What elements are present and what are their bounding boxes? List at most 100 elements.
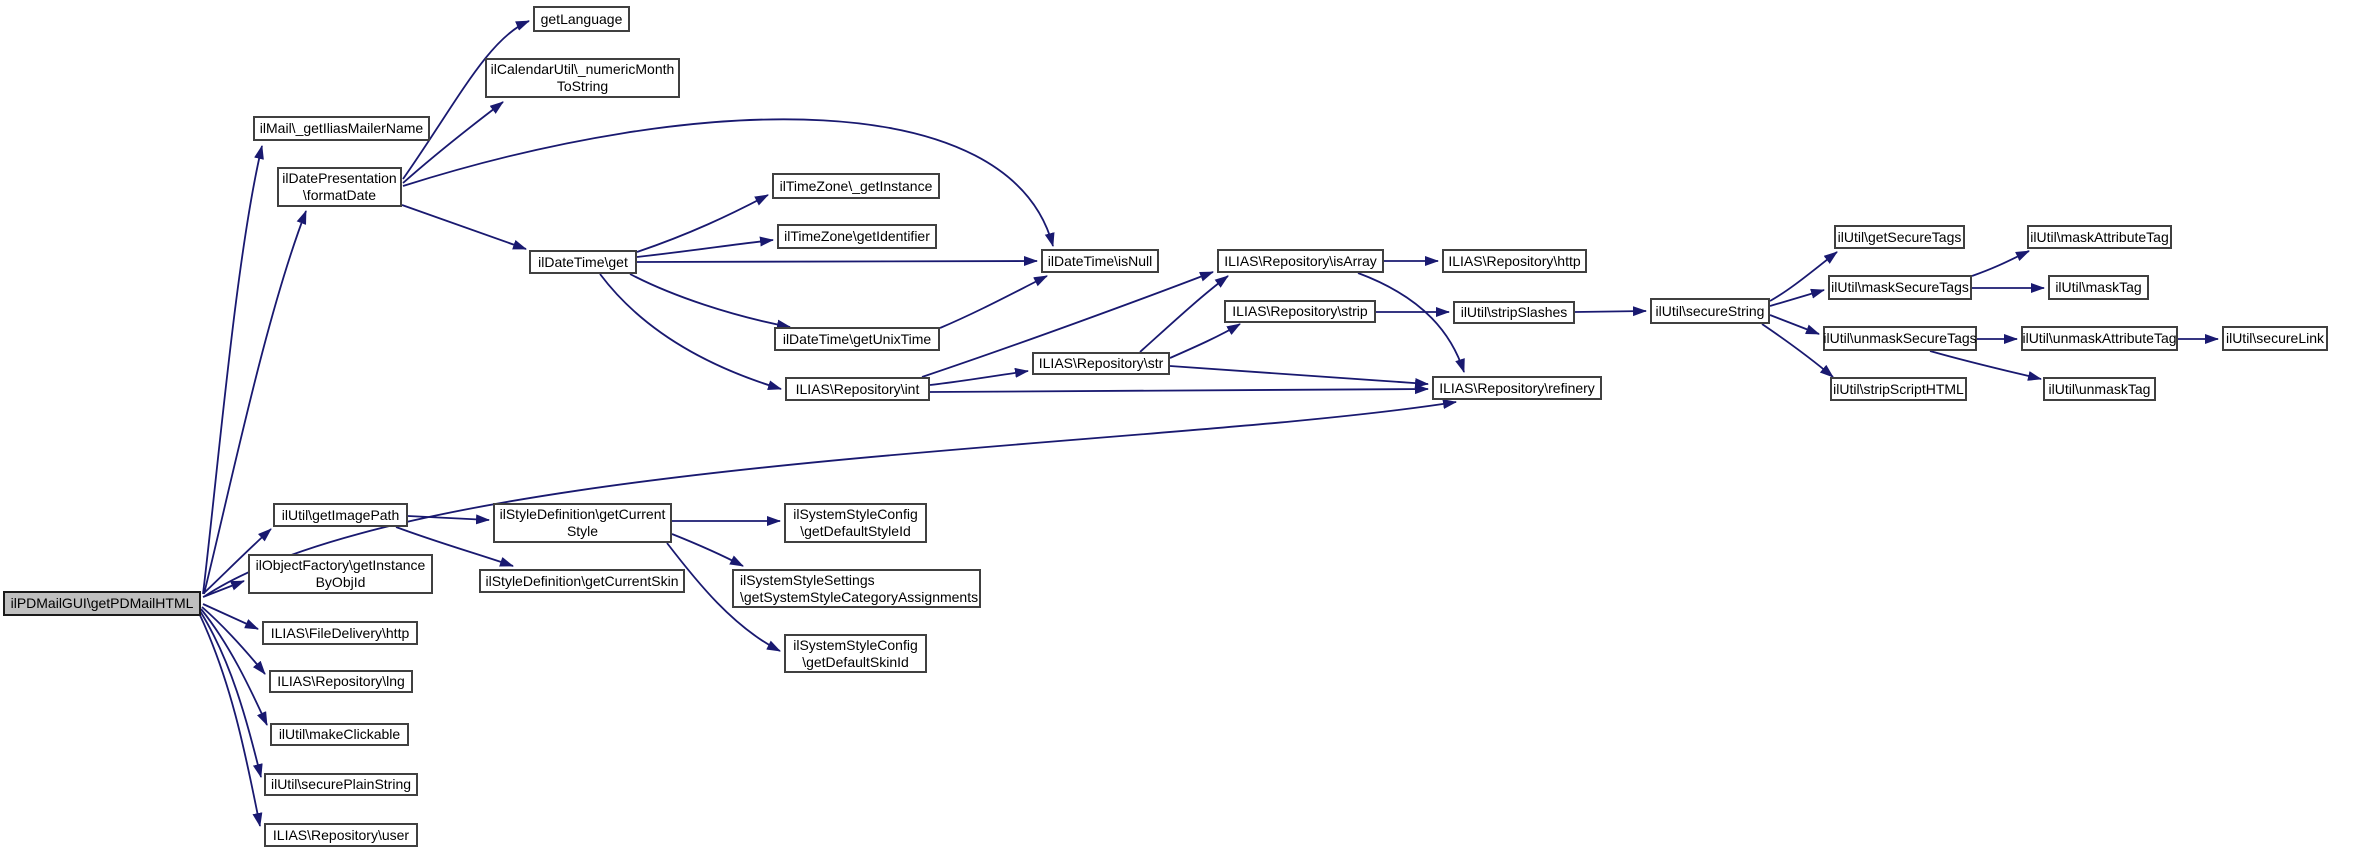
node-lng[interactable]: ILIAS\Repository\lng xyxy=(269,670,413,693)
edge-main-to-getInstanceByObjId xyxy=(202,580,245,598)
node-maskAttributeTag[interactable]: ilUtil\maskAttributeTag xyxy=(2027,225,2172,249)
node-getUnixTime[interactable]: ilDateTime\getUnixTime xyxy=(774,327,940,351)
node-unmaskSecureTags[interactable]: ilUtil\unmaskSecureTags xyxy=(1823,326,1977,351)
edge-main-to-securePlainString xyxy=(199,610,263,778)
node-label-line: ToString xyxy=(556,78,609,94)
edge-main-to-getImagePath xyxy=(203,528,272,594)
edge-secureString-to-maskSecureTags xyxy=(1769,288,1825,307)
edge-int-to-isArray xyxy=(921,271,1214,378)
edge-str-to-isArray xyxy=(1139,275,1229,353)
node-categoryAssignments[interactable]: ilSystemStyleSettings\getSystemStyleCate… xyxy=(732,569,981,608)
node-isArray[interactable]: ILIAS\Repository\isArray xyxy=(1217,249,1384,273)
node-label-line: \getDefaultSkinId xyxy=(802,653,909,670)
edge-getUnixTime-to-isNull xyxy=(939,275,1048,329)
node-str[interactable]: ILIAS\Repository\str xyxy=(1032,352,1170,375)
node-getImagePath[interactable]: ilUtil\getImagePath xyxy=(273,503,408,527)
node-label-line: \getSystemStyleCategoryAssignments xyxy=(740,588,979,605)
node-maskTag[interactable]: ilUtil\maskTag xyxy=(2048,275,2149,300)
node-getIdentifier[interactable]: ilTimeZone\getIdentifier xyxy=(777,224,937,249)
node-label-line: ilUtil\secureString xyxy=(1655,302,1765,319)
node-maskSecureTags[interactable]: ilUtil\maskSecureTags xyxy=(1828,275,1972,300)
node-label-line: ILIAS\Repository\http xyxy=(1448,252,1581,269)
node-label-line: ilUtil\unmaskTag xyxy=(2048,380,2151,397)
node-stripSlashes[interactable]: ilUtil\stripSlashes xyxy=(1453,301,1575,324)
node-unmaskAttributeTag[interactable]: ilUtil\unmaskAttributeTag xyxy=(2021,326,2178,351)
node-label-line: ilUtil\stripSlashes xyxy=(1460,304,1568,320)
node-label-line: ilUtil\makeClickable xyxy=(278,726,401,742)
node-label-line: ilUtil\unmaskSecureTags xyxy=(1823,330,1977,346)
node-label-line: ilStyleDefinition\getCurrent xyxy=(499,506,666,522)
node-secureLink[interactable]: ilUtil\secureLink xyxy=(2222,326,2328,351)
node-int[interactable]: ILIAS\Repository\int xyxy=(785,377,930,401)
node-makeClickable[interactable]: ilUtil\makeClickable xyxy=(270,723,409,746)
node-strip[interactable]: ILIAS\Repository\strip xyxy=(1224,300,1376,323)
node-label-line: ilStyleDefinition\getCurrentSkin xyxy=(485,572,679,589)
edge-secureString-to-unmaskSecureTags xyxy=(1769,314,1820,335)
edge-getCurrentStyle-to-categoryAssignments xyxy=(671,533,744,567)
node-label-line: ilCalendarUtil\_numericMonth xyxy=(490,61,675,77)
node-getInstance[interactable]: ilTimeZone\_getInstance xyxy=(772,173,940,199)
node-label-line: ilUtil\maskTag xyxy=(2055,279,2142,295)
node-label-line: ILIAS\Repository\lng xyxy=(277,673,405,689)
node-label-line: ILIAS\Repository\strip xyxy=(1232,303,1368,319)
node-label-line: ilUtil\getImagePath xyxy=(281,506,400,523)
node-main[interactable]: ilPDMailGUI\getPDMailHTML xyxy=(3,591,201,616)
node-unmaskTag[interactable]: ilUtil\unmaskTag xyxy=(2043,377,2156,401)
node-getCurrentSkin[interactable]: ilStyleDefinition\getCurrentSkin xyxy=(479,569,685,593)
node-getSecureTags[interactable]: ilUtil\getSecureTags xyxy=(1834,225,1965,249)
edge-main-to-formatDate xyxy=(203,210,307,595)
node-formatDate[interactable]: ilDatePresentation\formatDate xyxy=(277,167,402,207)
edge-unmaskSecureTags-to-unmaskTag xyxy=(1929,350,2042,381)
edge-main-to-makeClickable xyxy=(200,608,268,726)
node-label-line: ILIAS\Repository\str xyxy=(1038,355,1164,371)
node-label-line: \getDefaultStyleId xyxy=(800,523,911,539)
node-securePlainString[interactable]: ilUtil\securePlainString xyxy=(264,773,418,796)
node-label-line: ilPDMailGUI\getPDMailHTML xyxy=(10,595,194,611)
edge-getImagePath-to-getCurrentSkin xyxy=(395,526,514,567)
node-label-line: ilUtil\maskAttributeTag xyxy=(2030,228,2169,245)
edge-str-to-strip xyxy=(1169,323,1241,359)
node-getDefaultSkinId[interactable]: ilSystemStyleConfig\getDefaultSkinId xyxy=(784,634,927,673)
node-label-line: ILIAS\Repository\isArray xyxy=(1224,252,1377,269)
node-label-line: ilObjectFactory\getInstance xyxy=(255,557,426,573)
node-label-line: ilDateTime\getUnixTime xyxy=(782,330,932,347)
node-refinery[interactable]: ILIAS\Repository\refinery xyxy=(1432,376,1602,400)
node-mailer[interactable]: ilMail\_getIliasMailerName xyxy=(253,116,430,141)
edge-get-to-getInstance xyxy=(636,194,769,253)
node-user[interactable]: ILIAS\Repository\user xyxy=(264,823,418,847)
node-getLanguage[interactable]: getLanguage xyxy=(533,6,630,32)
node-http[interactable]: ILIAS\Repository\http xyxy=(1442,249,1587,273)
node-label-line: ilDateTime\isNull xyxy=(1047,252,1153,269)
edge-int-to-refinery xyxy=(929,384,1429,395)
node-label-line: ilSystemStyleConfig xyxy=(793,506,918,522)
node-label-line: ilUtil\secureLink xyxy=(2225,330,2325,346)
node-label-line: ilTimeZone\getIdentifier xyxy=(784,228,930,244)
node-label-line: Style xyxy=(566,523,599,539)
node-isNull[interactable]: ilDateTime\isNull xyxy=(1041,249,1159,273)
edge-getCurrentStyle-to-getDefaultSkinId xyxy=(666,542,781,652)
node-label-line: ilTimeZone\_getInstance xyxy=(779,177,933,194)
edge-main-to-lng xyxy=(201,606,266,675)
node-label-line: ILIAS\Repository\user xyxy=(272,826,410,843)
node-label-line: ByObjId xyxy=(315,574,366,590)
edge-formatDate-to-getLanguage xyxy=(402,20,530,180)
edge-isArray-to-refinery xyxy=(1357,272,1465,373)
node-getDefaultStyleId[interactable]: ilSystemStyleConfig\getDefaultStyleId xyxy=(784,503,927,543)
node-label-line: ilDateTime\get xyxy=(538,253,628,270)
node-stripScriptHTML[interactable]: ilUtil\stripScriptHTML xyxy=(1830,377,1967,401)
node-secureString[interactable]: ilUtil\secureString xyxy=(1650,298,1770,324)
node-label-line: ILIAS\Repository\refinery xyxy=(1439,379,1595,396)
edge-formatDate-to-get xyxy=(401,204,527,250)
node-label-line: ilSystemStyleConfig xyxy=(793,636,918,653)
node-get[interactable]: ilDateTime\get xyxy=(529,250,637,274)
edge-main-to-user xyxy=(198,612,263,827)
edge-formatDate-to-isNull xyxy=(402,118,1055,247)
node-label-line: ilSystemStyleSettings xyxy=(740,571,875,588)
node-label-line: ilUtil\stripScriptHTML xyxy=(1833,380,1964,397)
node-fileHttp[interactable]: ILIAS\FileDelivery\http xyxy=(262,621,418,645)
